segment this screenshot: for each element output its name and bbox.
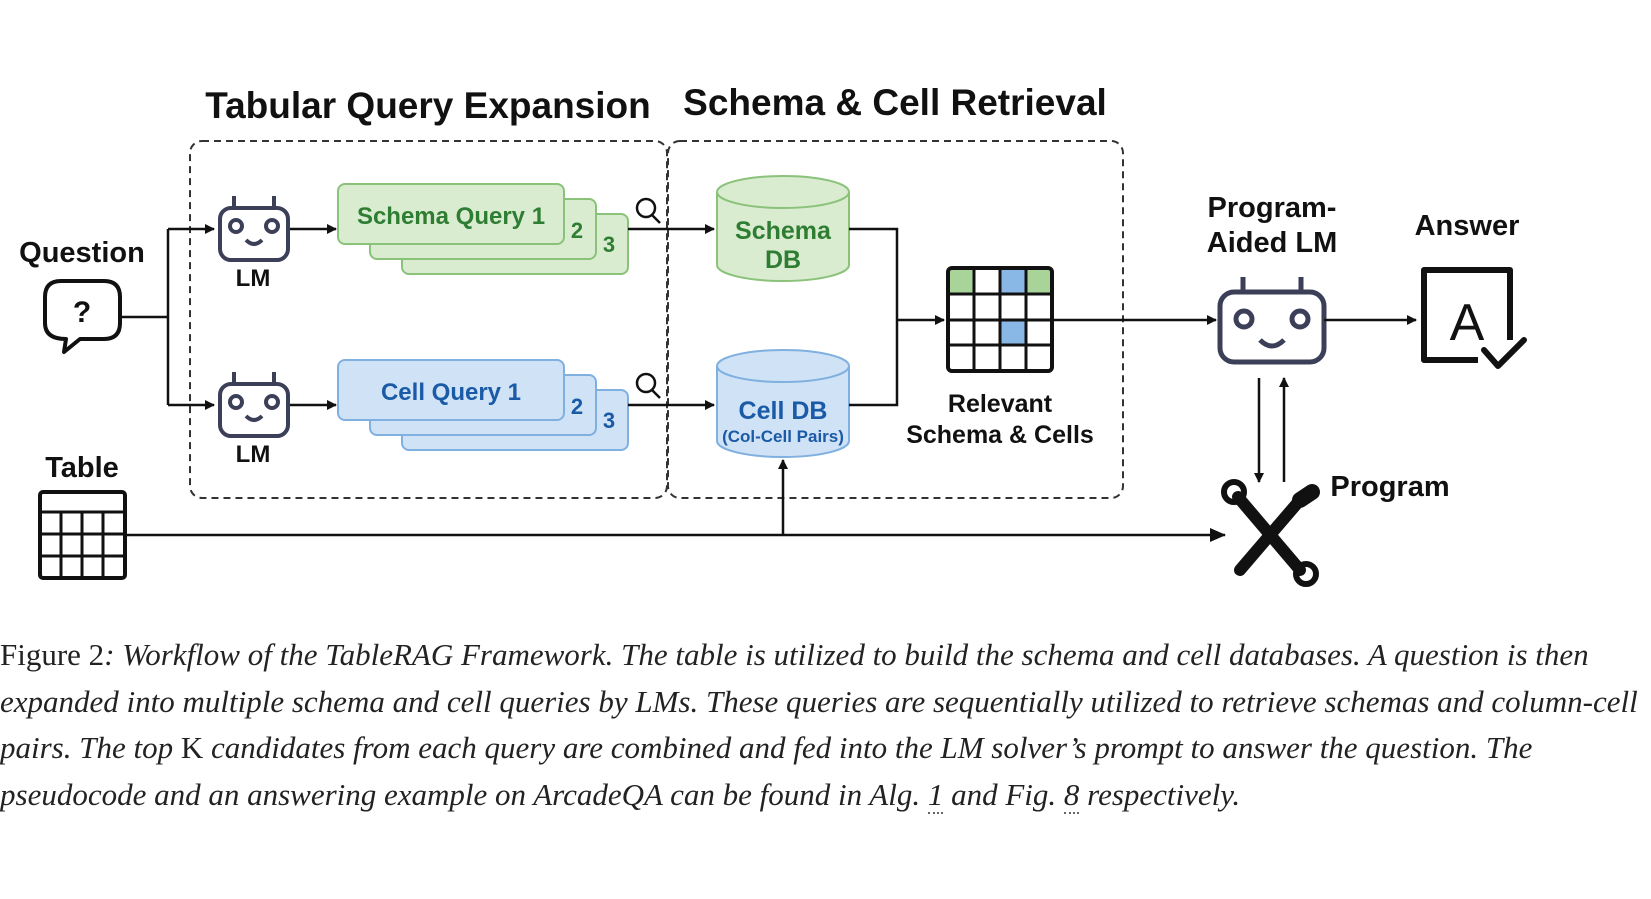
question-bubble-icon: ?: [43, 279, 122, 354]
question-mark: ?: [73, 296, 91, 329]
relevant-table-icon: [946, 266, 1054, 373]
schema-query-2-label: 2: [571, 218, 583, 243]
cell-db-cylinder: Cell DB (Col-Cell Pairs): [716, 349, 850, 458]
table-icon: [38, 490, 127, 580]
answer-glyph: A: [1450, 294, 1485, 352]
program-aided-lm-robot-icon: [1217, 277, 1327, 365]
tablerag-workflow-diagram: Tabular Query Expansion Schema & Cell Re…: [19, 82, 1527, 587]
cell-db-line1: Cell DB: [739, 397, 828, 425]
cell-query-stack: Cell Query 1 2 3: [337, 359, 629, 451]
lm-label-bottom: LM: [236, 441, 271, 468]
search-icon-schema: [635, 197, 661, 224]
answer-check-icon: A: [1421, 267, 1527, 369]
schema-db-line1: Schema: [735, 217, 832, 245]
question-connectors: [120, 224, 215, 410]
cell-query-1-label: Cell Query 1: [381, 379, 521, 406]
table-label: Table: [45, 452, 119, 484]
caption-text-2: candidates from each query are combined …: [0, 730, 1533, 812]
relevant-label-line1: Relevant: [948, 390, 1053, 418]
caption-text-4: respectively.: [1079, 776, 1241, 812]
lm-label-top: LM: [236, 265, 271, 292]
schema-query-1-label: Schema Query 1: [357, 203, 545, 230]
caption-k: K: [180, 730, 204, 765]
cell-db-line2: (Col-Cell Pairs): [722, 427, 844, 446]
query-expansion-title: Tabular Query Expansion: [205, 85, 650, 126]
lm-robot-icon-bottom: [218, 372, 290, 438]
relevant-label-line2: Schema & Cells: [906, 421, 1094, 449]
cell-query-3-label: 3: [603, 408, 615, 433]
cell-query-2-label: 2: [571, 394, 583, 419]
program-tools-icon: [1221, 479, 1320, 587]
lm-robot-icon-top: [218, 196, 290, 262]
caption-text-3: and Fig.: [943, 776, 1064, 812]
question-label: Question: [19, 237, 145, 269]
solver-label-line1: Program-: [1208, 192, 1337, 224]
caption-text-1: Workflow of the TableRAG Framework. The …: [0, 637, 1638, 765]
search-icon-cell: [635, 372, 661, 399]
caption-colon: :: [104, 637, 115, 672]
fig-8-link[interactable]: 8: [1063, 776, 1080, 814]
solver-label-line2: Aided LM: [1207, 227, 1338, 259]
retrieval-title: Schema & Cell Retrieval: [683, 82, 1107, 123]
schema-db-line2: DB: [765, 246, 801, 274]
schema-query-3-label: 3: [603, 232, 615, 257]
program-label: Program: [1330, 471, 1449, 503]
db-merge-connectors: [849, 227, 945, 407]
schema-db-cylinder: Schema DB: [716, 175, 850, 282]
alg-1-link[interactable]: 1: [927, 776, 944, 814]
figure-caption: Figure 2: Workflow of the TableRAG Frame…: [0, 632, 1640, 818]
answer-label: Answer: [1415, 210, 1520, 242]
schema-query-stack: Schema Query 1 2 3: [337, 183, 629, 275]
caption-figure-label: Figure 2: [0, 637, 105, 672]
